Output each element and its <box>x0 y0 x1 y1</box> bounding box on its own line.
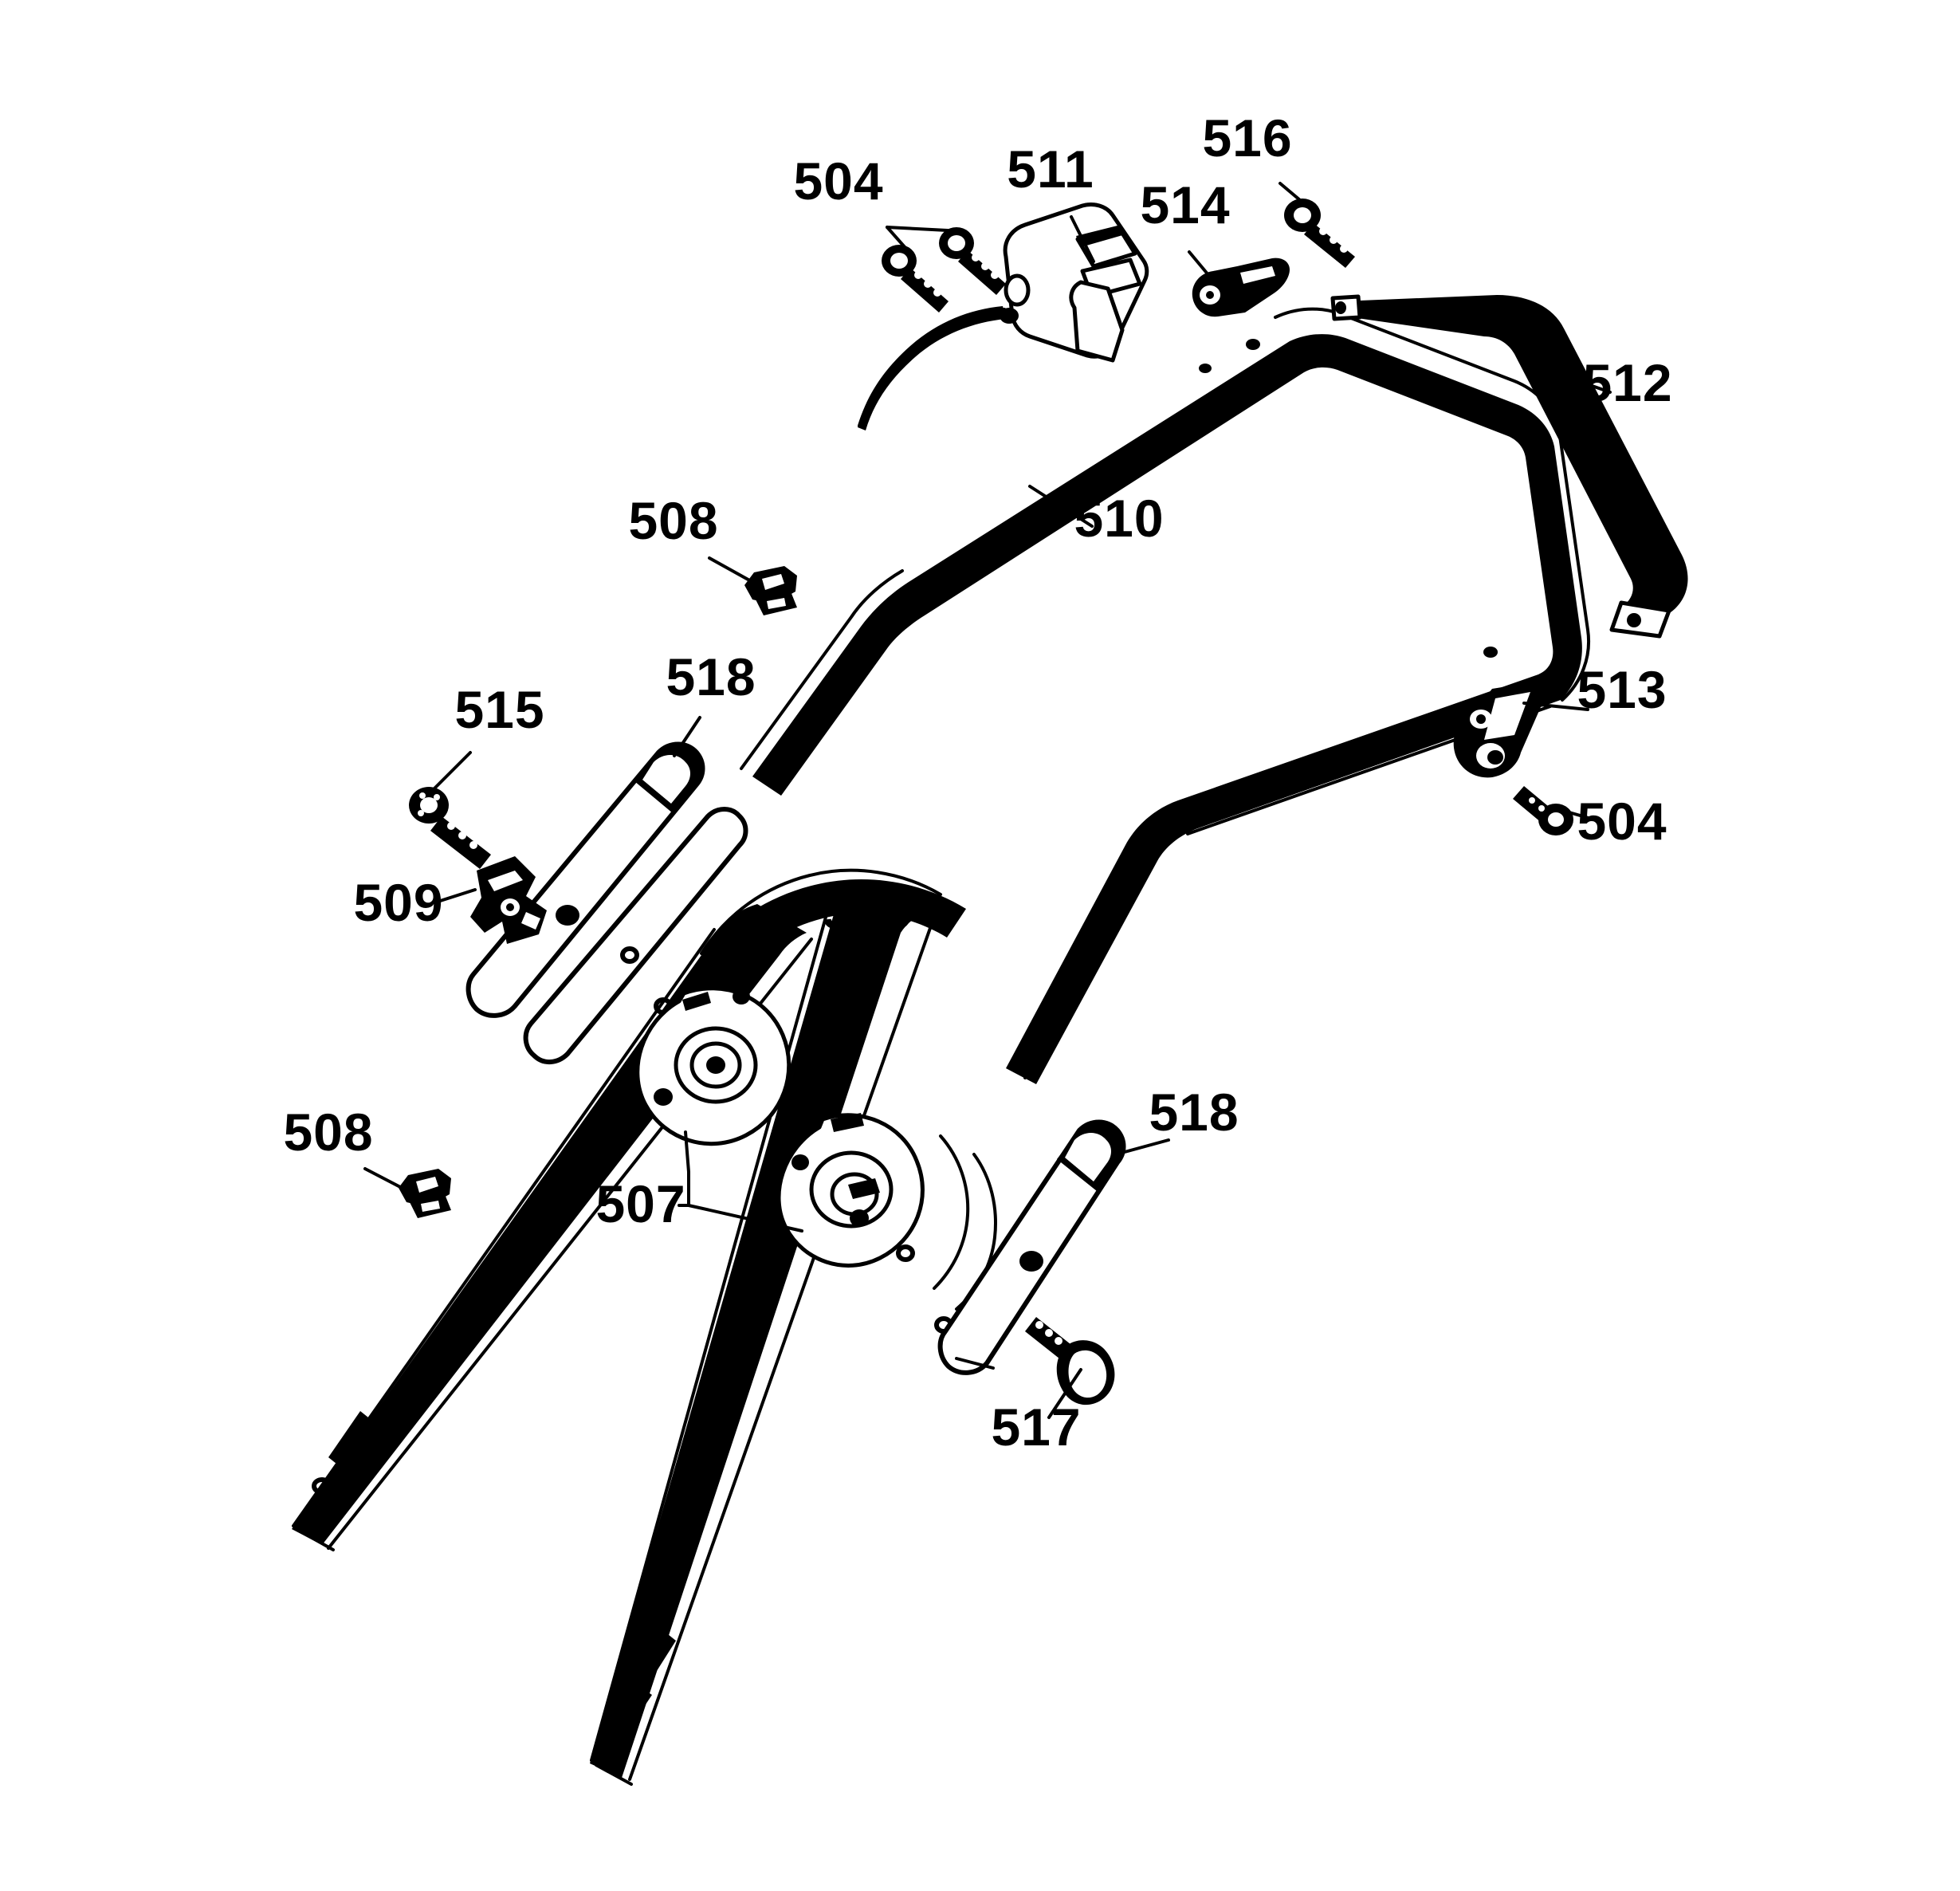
leader-508-lower <box>363 1167 407 1191</box>
callout-514: 514 <box>1140 175 1230 234</box>
part-504-screw-right <box>1513 786 1573 835</box>
callout-505: 505 <box>822 881 912 940</box>
callout-511: 511 <box>1007 140 1094 199</box>
callout-509: 509 <box>353 873 443 932</box>
leader-504-top-a <box>886 226 907 250</box>
leader-514 <box>1188 250 1215 282</box>
leader-504-right <box>1559 808 1596 821</box>
leader-518-right <box>1114 1138 1170 1156</box>
callout-515: 515 <box>454 680 544 739</box>
callout-512: 512 <box>1582 353 1672 412</box>
callout-507: 507 <box>595 1174 685 1233</box>
callout-510: 510 <box>1074 489 1164 548</box>
leader-518-left <box>673 716 701 757</box>
callout-508-upper: 508 <box>628 491 718 550</box>
leader-505 <box>851 952 867 1003</box>
part-505-lower-handle <box>292 868 997 1786</box>
callout-517: 517 <box>991 1398 1081 1457</box>
callout-508-lower: 508 <box>283 1103 373 1162</box>
part-511-switch-box <box>858 202 1149 430</box>
part-513-lever-bracket <box>1453 682 1545 778</box>
callout-labels: 504 511 514 516 512 510 508 518 515 513 … <box>283 108 1672 1457</box>
part-507-knob-lower <box>776 1113 925 1268</box>
part-512-bent-rod <box>1330 294 1688 639</box>
leader-510 <box>1028 485 1094 528</box>
part-516-screw <box>1284 199 1355 268</box>
leader-507-b <box>687 1204 803 1232</box>
part-507-knob-upper <box>635 986 791 1146</box>
leader-504-top-b <box>886 226 964 233</box>
leader-515 <box>427 751 472 796</box>
part-518-handle-grip-left <box>465 741 748 1064</box>
callout-516: 516 <box>1202 108 1292 167</box>
leader-507-a <box>684 1130 690 1207</box>
callout-504-right: 504 <box>1577 792 1667 851</box>
leader-513 <box>1522 702 1589 711</box>
part-515-bolt <box>409 787 491 869</box>
leader-512 <box>1559 373 1612 394</box>
leader-511 <box>1070 215 1095 263</box>
leader-516 <box>1279 182 1312 210</box>
part-509-bracket <box>470 856 547 944</box>
part-514-cable-clip <box>1192 258 1290 317</box>
leader-517 <box>1047 1368 1082 1419</box>
part-518-handle-grip-right <box>937 1119 1126 1375</box>
leader-lines <box>363 182 1612 1419</box>
callout-513: 513 <box>1577 660 1667 719</box>
part-508-cable-clamp-lower <box>399 1169 451 1218</box>
callout-504-top: 504 <box>793 151 883 210</box>
part-508-cable-clamp-upper <box>744 566 797 615</box>
leader-508-upper <box>708 556 754 584</box>
callout-518-left: 518 <box>666 647 756 706</box>
callout-518-right: 518 <box>1149 1083 1239 1142</box>
leader-509 <box>434 888 477 904</box>
part-504-screws-top <box>882 227 1006 313</box>
part-517-knob-screw <box>1025 1317 1115 1405</box>
